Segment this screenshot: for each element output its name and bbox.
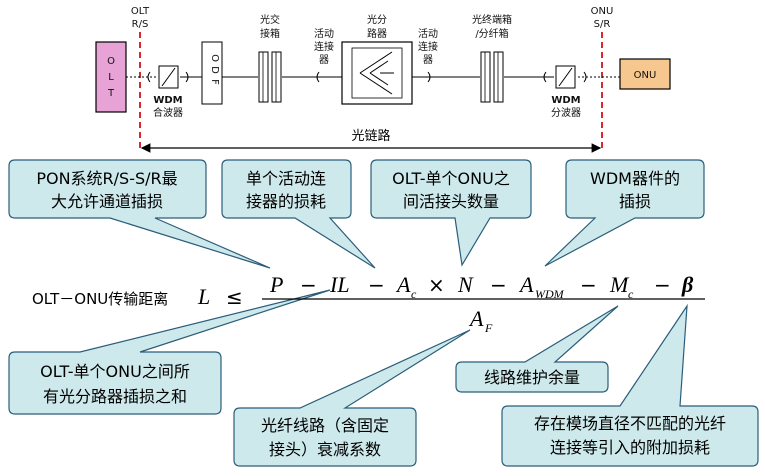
callout-num-line1: OLT-单个ONU之 <box>392 169 510 188</box>
connector-a-label-2: 连接 <box>314 40 334 53</box>
odf-box <box>201 41 223 105</box>
onu-box-label: ONU <box>634 70 657 81</box>
network-diagram: OLT R/S ONU S/R O L T WDM 合波器 <box>95 6 671 153</box>
terminal-box-label-1: 光终端箱 <box>472 13 512 26</box>
eq-A-sub-c: c <box>411 287 417 301</box>
connector-b-label-2: 连接 <box>418 40 438 53</box>
eq-IL: IL <box>329 272 350 297</box>
splitter-symbol <box>359 51 394 95</box>
connector-b-label-3: 器 <box>423 54 433 66</box>
callout-fiber-line1: 光纤线路（含固定 <box>261 416 389 435</box>
eq-minus-4: − <box>580 273 597 297</box>
eq-minus-5: − <box>654 273 671 297</box>
cross-box-label-1: 光交 <box>260 13 280 26</box>
callout-wdm <box>544 159 705 267</box>
callout-pon-line2: 大允许通道插损 <box>51 192 163 211</box>
olt-char-1: O <box>107 56 115 67</box>
eq-A: A <box>395 272 411 297</box>
link-label: 光链路 <box>351 128 390 144</box>
cross-connect-box <box>258 51 282 103</box>
equation: OLT－ONU传输距离 L ≤ P − IL − A c × N − A WDM… <box>32 272 705 335</box>
callout-margin <box>455 305 619 393</box>
wdm-left-label: WDM <box>153 95 182 106</box>
wdm-right-sub: 分波器 <box>551 106 581 119</box>
callout-mode-line1: 存在模场直径不匹配的光纤 <box>534 414 726 433</box>
wdm-left-sub: 合波器 <box>153 106 183 119</box>
odf-char-3: F <box>209 79 220 85</box>
terminal-box-label-2: /分纤箱 <box>475 27 508 40</box>
callout-margin-line1: 线路维护余量 <box>484 368 580 387</box>
splitter-label-1: 光分 <box>367 13 387 26</box>
callout-fiber <box>233 329 471 467</box>
eq-L: L <box>197 284 210 309</box>
callout-count <box>370 159 532 267</box>
callout-num-line2: 间活接头数量 <box>403 192 499 211</box>
splitter-label-2: 路器 <box>367 27 387 40</box>
callout-conn-line2: 接器的损耗 <box>246 192 326 211</box>
eq-P: P <box>269 272 283 297</box>
eq-M-sub-c: c <box>628 287 634 301</box>
eq-times: × <box>428 273 445 297</box>
olt-top-label: OLT <box>131 6 150 17</box>
eq-A-sub-wdm: WDM <box>535 287 565 301</box>
connector-a-label-1: 活动 <box>314 28 334 40</box>
callout-connector <box>221 159 376 269</box>
onu-box <box>619 58 671 90</box>
olt-rs-label: R/S <box>132 19 149 30</box>
eq-minus-1: − <box>300 273 317 297</box>
onu-sr-label: S/R <box>594 19 611 30</box>
olt-char-3: T <box>107 88 115 99</box>
connector-a-label-3: 器 <box>319 54 329 66</box>
eq-N: N <box>457 272 474 297</box>
callout-pon <box>8 159 271 269</box>
eq-minus-3: − <box>490 273 507 297</box>
terminal-box <box>480 51 504 103</box>
eq-AF-sub: F <box>484 321 493 335</box>
callout-split-line2: 有光分路器插损之和 <box>43 387 187 406</box>
wdm-right-label: WDM <box>551 95 580 106</box>
eq-minus-2: − <box>368 273 385 297</box>
odf-char-2: D <box>209 66 220 74</box>
callout-split-line1: OLT-单个ONU之间所 <box>40 362 190 381</box>
callout-conn-line1: 单个活动连 <box>246 169 326 188</box>
callout-wdm-line1: WDM器件的 <box>590 169 680 188</box>
equation-label: OLT－ONU传输距离 <box>32 290 168 308</box>
olt-char-2: L <box>108 72 114 83</box>
callout-mode <box>501 303 759 467</box>
cross-box-label-2: 接箱 <box>260 27 280 40</box>
callout-split <box>8 289 331 415</box>
callout-pon-line1: PON系统R/S-S/R最 <box>36 169 177 188</box>
onu-top-label: ONU <box>591 6 614 17</box>
eq-AF: A <box>468 306 484 331</box>
eq-beta: β <box>681 272 694 297</box>
callout-fiber-line2: 接头）衰减系数 <box>269 440 381 459</box>
odf-char-1: O <box>209 54 220 62</box>
connector-b-label-1: 活动 <box>418 28 438 40</box>
eq-leq: ≤ <box>226 285 243 309</box>
callout-wdm-line2: 插损 <box>619 192 651 211</box>
eq-A-wdm: A <box>518 272 534 297</box>
callout-mode-line2: 连接等引入的附加损耗 <box>550 438 710 457</box>
eq-M: M <box>609 272 630 297</box>
